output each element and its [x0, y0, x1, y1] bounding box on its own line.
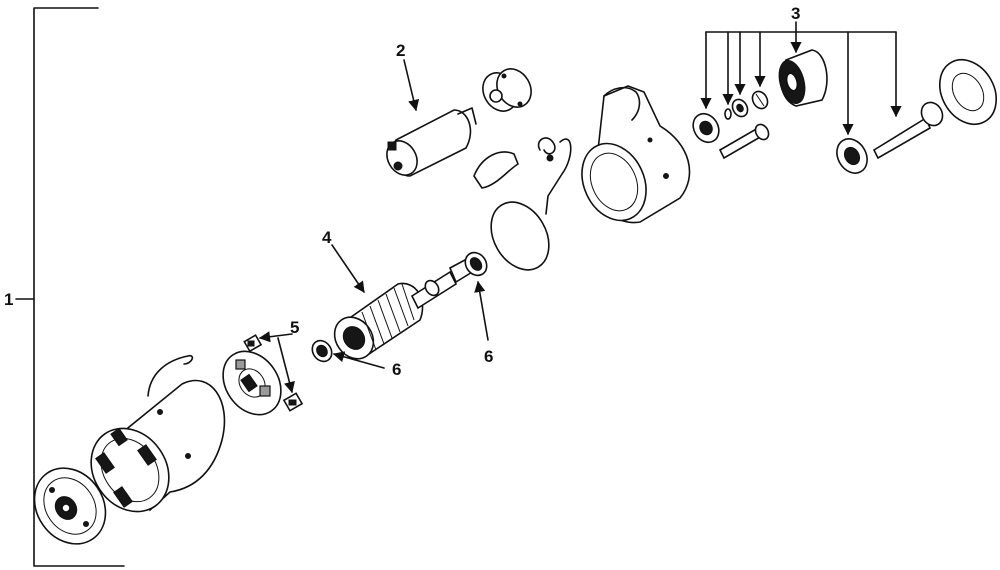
lever-spring-clip — [537, 137, 572, 215]
callout-6-left: 6 — [392, 360, 401, 379]
callout-3: 3 — [791, 4, 800, 23]
drive-pin — [718, 123, 770, 160]
drive-housing — [581, 85, 691, 224]
brush-holder-plate — [222, 350, 282, 416]
seal-ring-right — [836, 138, 868, 174]
snap-ring — [724, 108, 732, 120]
armature-bearing-front — [464, 251, 488, 277]
callout-1: 1 — [4, 290, 13, 309]
pinion-shaft — [872, 101, 944, 160]
armature — [333, 252, 484, 360]
solenoid — [386, 107, 477, 177]
shift-lever — [473, 151, 519, 189]
spring-collar — [751, 90, 769, 110]
armature-bearing-rear — [311, 339, 333, 363]
overrunning-clutch-gear — [778, 49, 828, 107]
leader-lines — [258, 21, 902, 394]
callout-6-right: 6 — [484, 347, 493, 366]
o-ring — [490, 201, 550, 271]
assembly-bracket — [15, 7, 125, 567]
yoke-field-frame — [90, 354, 226, 513]
solenoid-plunger-disc — [482, 68, 532, 112]
front-bracket — [938, 59, 998, 125]
seal-ring-left — [692, 112, 720, 144]
stop-collar — [731, 98, 749, 118]
brush-set — [243, 334, 304, 412]
callout-4: 4 — [322, 228, 332, 247]
rear-end-frame — [33, 467, 107, 545]
callout-2: 2 — [396, 41, 405, 60]
callout-5: 5 — [290, 318, 299, 337]
